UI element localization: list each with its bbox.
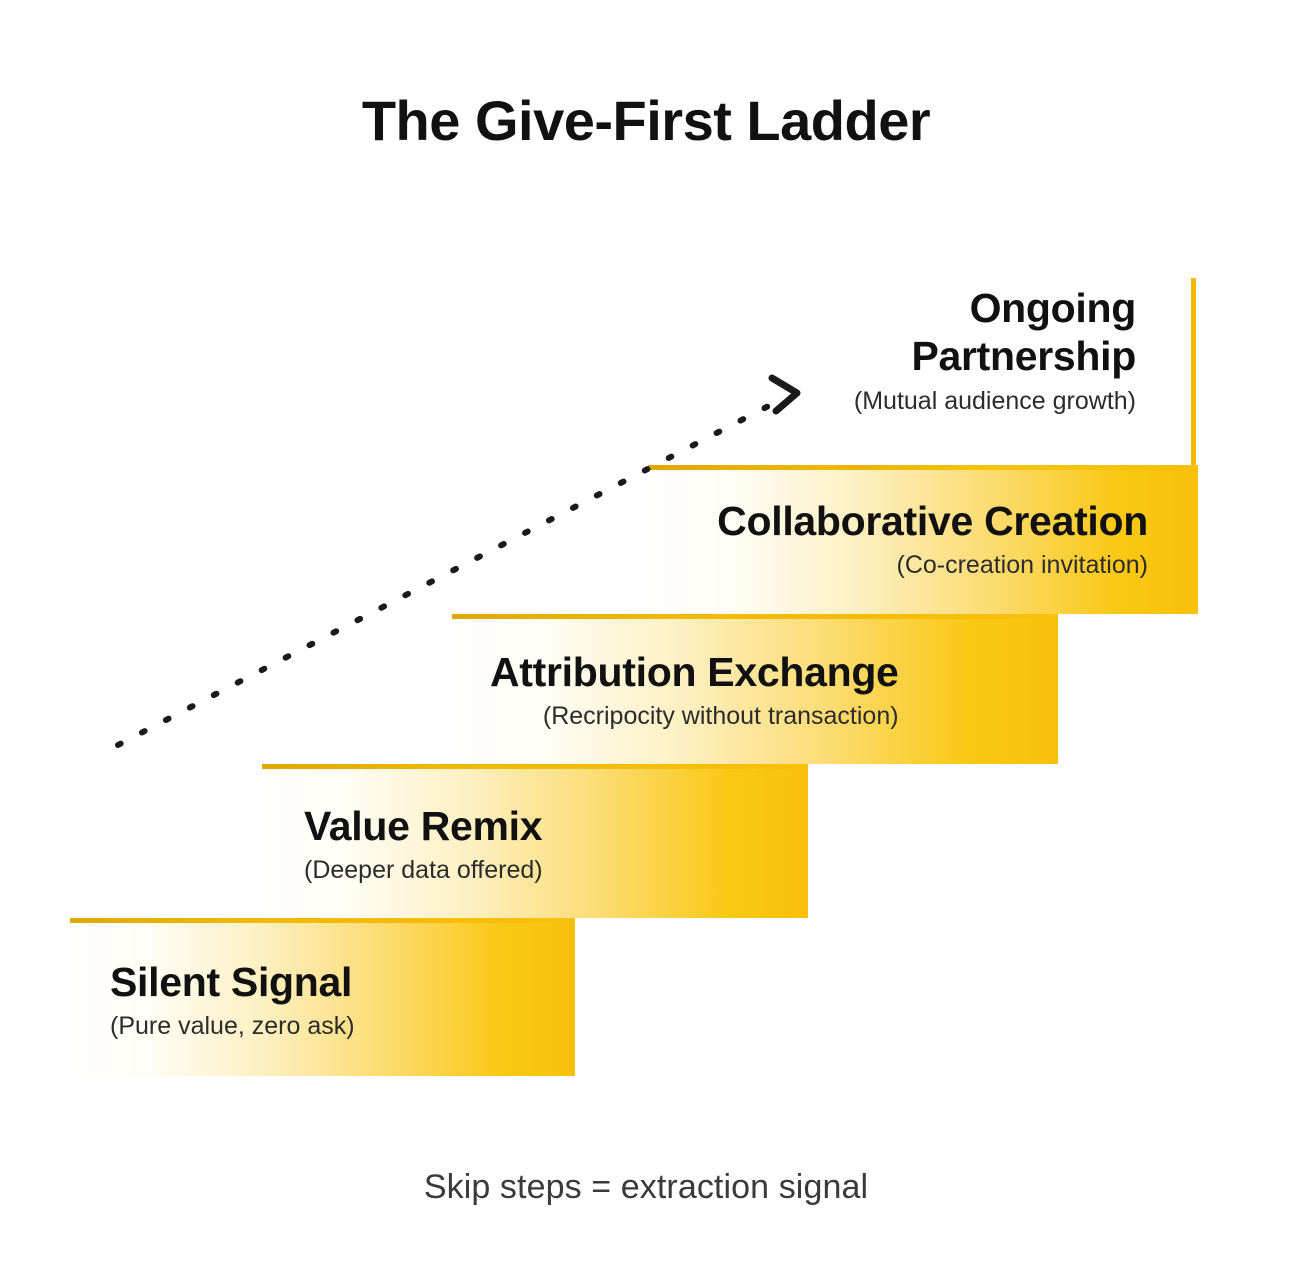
step-text-group: Value Remix (Deeper data offered) <box>304 803 543 885</box>
step-top-rule <box>262 764 808 769</box>
step-text-group: Attribution Exchange (Recripocity withou… <box>490 649 899 731</box>
ladder-step-silent-signal[interactable]: Silent Signal (Pure value, zero ask) <box>70 918 575 1076</box>
step-bottom-rule <box>838 465 1196 470</box>
step-right-edge <box>1191 278 1196 465</box>
step-fill <box>70 918 575 1076</box>
step-text-group: Collaborative Creation (Co-creation invi… <box>648 498 1149 580</box>
arrow-head-icon <box>768 374 801 415</box>
step-subtitle: (Pure value, zero ask) <box>110 1011 355 1040</box>
ladder-step-ongoing-partnership[interactable]: Ongoing Partnership (Mutual audience gro… <box>838 278 1196 470</box>
step-text-group: Silent Signal (Pure value, zero ask) <box>110 959 355 1041</box>
step-body: Attribution Exchange (Recripocity withou… <box>452 614 1058 764</box>
step-body: Collaborative Creation (Co-creation invi… <box>648 465 1198 614</box>
step-text-group: Ongoing Partnership (Mutual audience gro… <box>854 284 1136 416</box>
step-title: Value Remix <box>304 803 543 849</box>
ladder-step-collaborative-creation[interactable]: Collaborative Creation (Co-creation invi… <box>648 465 1198 614</box>
ladder-step-value-remix[interactable]: Value Remix (Deeper data offered) <box>262 764 808 918</box>
step-subtitle: (Mutual audience growth) <box>853 386 1136 415</box>
step-body: Value Remix (Deeper data offered) <box>262 764 808 918</box>
step-top-rule <box>70 918 575 923</box>
step-title: Collaborative Creation <box>717 498 1148 544</box>
step-title-line2: Partnership <box>911 333 1136 380</box>
step-title-line1: Ongoing <box>969 285 1137 331</box>
step-subtitle: (Recripocity without transaction) <box>542 701 899 730</box>
page-title: The Give-First Ladder <box>361 89 931 152</box>
step-subtitle: (Co-creation invitation) <box>896 550 1149 579</box>
footer-caption: Skip steps = extraction signal <box>423 1168 869 1206</box>
step-title: Attribution Exchange <box>490 649 899 695</box>
step-body: Silent Signal (Pure value, zero ask) <box>70 918 575 1076</box>
step-body: Ongoing Partnership (Mutual audience gro… <box>838 278 1196 465</box>
ladder-step-attribution-exchange[interactable]: Attribution Exchange (Recripocity withou… <box>452 614 1058 764</box>
step-title: Silent Signal <box>110 959 353 1005</box>
step-subtitle: (Deeper data offered) <box>304 855 543 884</box>
step-fill <box>262 764 808 918</box>
